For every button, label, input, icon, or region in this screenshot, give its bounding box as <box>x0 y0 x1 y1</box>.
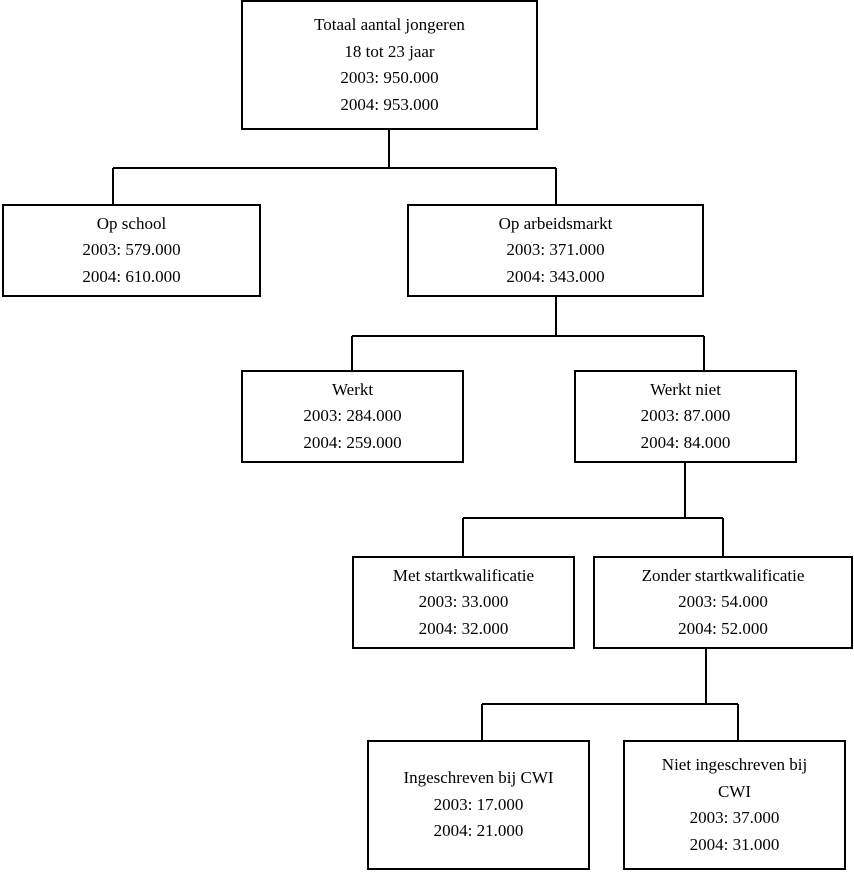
node-value-2004: 2004: 32.000 <box>418 618 509 638</box>
node-value-2003: 2003: 17.000 <box>433 794 524 814</box>
node-op-arbeidsmarkt: Op arbeidsmarkt 2003: 371.000 2004: 343.… <box>407 204 704 297</box>
node-value-2003: 2003: 54.000 <box>678 592 768 612</box>
node-value-2004: 2004: 953.000 <box>340 94 439 114</box>
node-value-2003: 2003: 371.000 <box>506 240 605 260</box>
node-title: Zonder startkwalificatie <box>641 565 805 585</box>
node-value-2004: 2004: 343.000 <box>506 266 605 286</box>
node-title: Werkt niet <box>650 379 721 399</box>
node-zonder-startkwalificatie: Zonder startkwalificatie 2003: 54.000 20… <box>593 556 853 649</box>
node-op-school: Op school 2003: 579.000 2004: 610.000 <box>2 204 261 297</box>
node-subtitle: 18 tot 23 jaar <box>344 41 435 61</box>
node-title: Totaal aantal jongeren <box>314 15 465 34</box>
node-value-2003: 2003: 37.000 <box>689 808 780 827</box>
node-value-2004: 2004: 84.000 <box>640 432 731 452</box>
node-werkt-niet: Werkt niet 2003: 87.000 2004: 84.000 <box>574 370 797 463</box>
node-value-2003: 2003: 284.000 <box>303 406 402 426</box>
node-totaal-jongeren: Totaal aantal jongeren 18 tot 23 jaar 20… <box>241 0 538 130</box>
node-title: Ingeschreven bij CWI <box>403 768 554 788</box>
node-title: Op school <box>96 213 167 233</box>
node-title: Werkt <box>331 379 374 399</box>
node-value-2003: 2003: 950.000 <box>340 68 439 87</box>
node-value-2004: 2004: 31.000 <box>689 834 780 854</box>
node-niet-ingeschreven-bij-cwi: Niet ingeschreven bij CWI 2003: 37.000 2… <box>623 740 846 870</box>
node-value-2004: 2004: 52.000 <box>678 618 768 638</box>
node-met-startkwalificatie: Met startkwalificatie 2003: 33.000 2004:… <box>352 556 575 649</box>
node-title: Met startkwalificatie <box>392 565 535 585</box>
node-werkt: Werkt 2003: 284.000 2004: 259.000 <box>241 370 464 463</box>
node-value-2004: 2004: 259.000 <box>303 432 402 452</box>
node-ingeschreven-bij-cwi: Ingeschreven bij CWI 2003: 17.000 2004: … <box>367 740 590 870</box>
node-title: Niet ingeschreven bij <box>661 755 808 774</box>
node-title-continued: CWI <box>717 781 752 801</box>
node-value-2004: 2004: 610.000 <box>82 266 181 286</box>
node-value-2003: 2003: 579.000 <box>82 240 181 260</box>
node-value-2003: 2003: 87.000 <box>640 406 731 426</box>
node-value-2003: 2003: 33.000 <box>418 592 509 612</box>
node-value-2004: 2004: 21.000 <box>433 821 524 841</box>
node-title: Op arbeidsmarkt <box>498 213 613 233</box>
